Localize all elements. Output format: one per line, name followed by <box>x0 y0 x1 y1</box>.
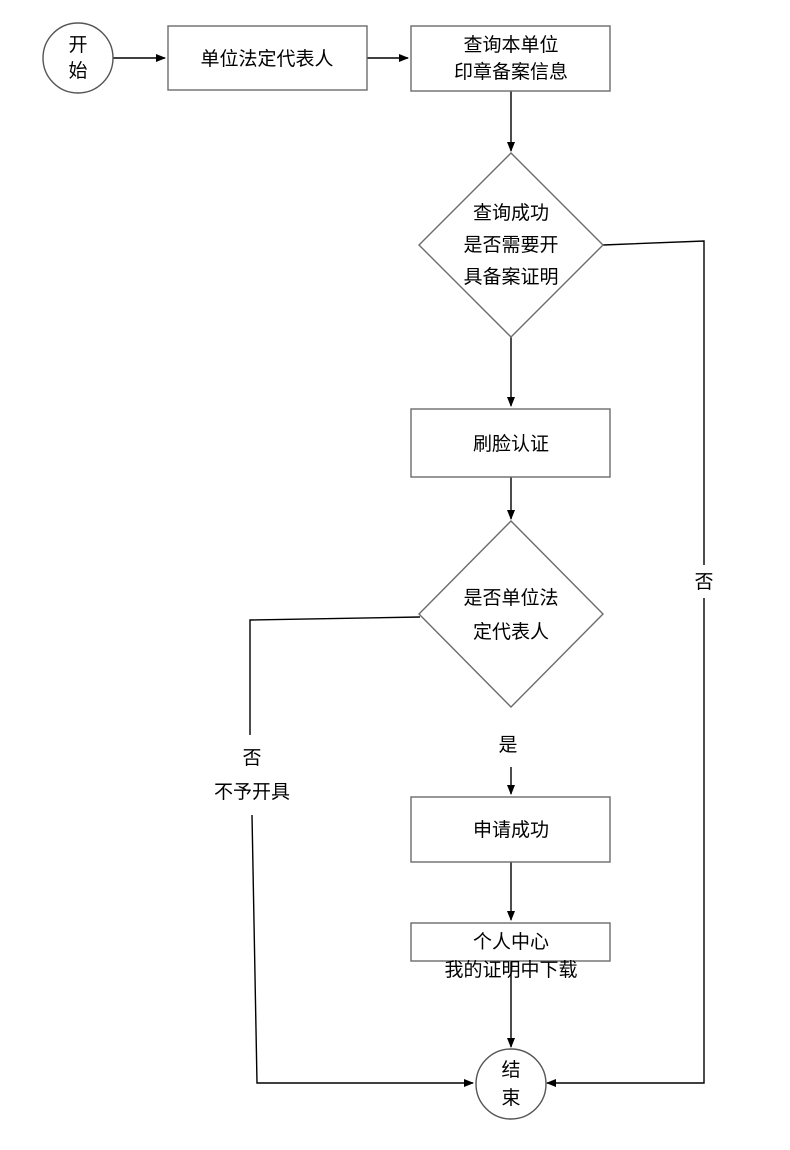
end-label-line1: 结 <box>501 1059 520 1081</box>
query-label-line2: 印章备案信息 <box>454 61 568 83</box>
decision1-line3: 具备案证明 <box>463 266 558 288</box>
face-auth-label: 刷脸认证 <box>473 433 549 455</box>
query-node: 查询本单位 印章备案信息 <box>410 25 611 92</box>
decision1-line1: 查询成功 <box>473 202 549 224</box>
start-label-line2: 始 <box>68 60 87 82</box>
start-label-line1: 开 <box>68 34 87 56</box>
download-label-line2: 我的证明中下载 <box>444 959 577 981</box>
start-node: 开 始 <box>42 22 114 94</box>
decision2-line1: 是否单位法 <box>463 587 558 609</box>
decision-is-legal-rep: 是否单位法 定代表人 <box>418 520 604 708</box>
apply-success-node: 申请成功 <box>410 796 611 863</box>
edge-label-no-left-line1: 否 <box>242 747 261 769</box>
decision1-line2: 是否需要开 <box>463 234 558 256</box>
edge-decision1-no-to-end <box>602 240 705 565</box>
download-label-line1: 个人中心 <box>473 931 549 953</box>
legal-rep-label: 单位法定代表人 <box>200 48 333 70</box>
query-label-line1: 查询本单位 <box>463 34 558 56</box>
edge-label-yes: 是 <box>498 734 517 756</box>
edge-decision2-no-to-end <box>251 814 474 1087</box>
edge-label-no-right: 否 <box>694 571 713 593</box>
apply-success-label: 申请成功 <box>473 819 549 841</box>
download-node: 个人中心 我的证明中下载 <box>410 922 611 981</box>
face-auth-node: 刷脸认证 <box>410 408 611 478</box>
edge-decision2-no-left <box>249 616 421 735</box>
legal-rep-node: 单位法定代表人 <box>167 25 368 91</box>
end-node: 结 束 <box>475 1048 547 1120</box>
end-label-line2: 束 <box>501 1087 520 1109</box>
decision-query-success: 查询成功 是否需要开 具备案证明 <box>418 152 604 338</box>
decision2-line2: 定代表人 <box>473 621 549 643</box>
edge-decision1-no-to-end-lower <box>546 598 705 1087</box>
edge-label-no-left-line2: 不予开具 <box>214 781 290 803</box>
